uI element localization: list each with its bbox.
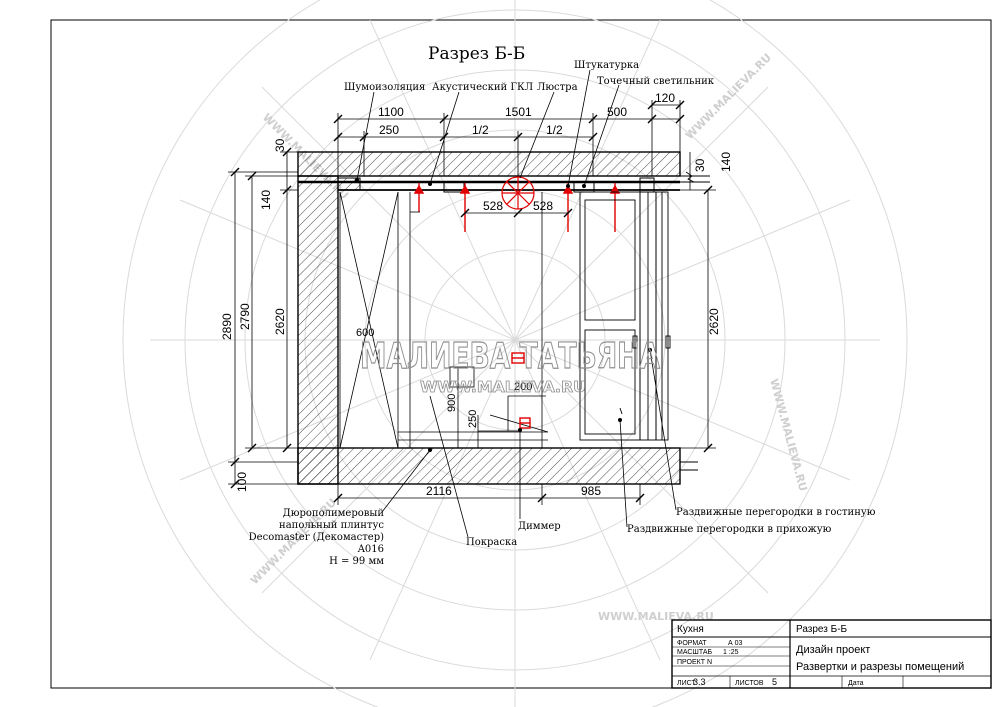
dim-1100: 1100: [378, 105, 404, 119]
sheet-border: [50, 19, 992, 689]
chandelier: [501, 176, 535, 210]
dim-30-right: 30: [693, 158, 707, 172]
dim-200: 200: [514, 381, 532, 393]
tb-project-label: ПРОЕКТ N: [677, 659, 712, 666]
svg-text:напольный плинтус: напольный плинтус: [279, 520, 384, 531]
spotlights: [413, 183, 621, 232]
dim-985: 985: [581, 484, 601, 498]
dim-528-a: 528: [483, 199, 503, 213]
callout-leaders: [356, 69, 677, 538]
tb-sheets-value: 5: [772, 677, 777, 687]
tb-sheet-title: Разрез Б-Б: [796, 624, 848, 635]
tb-sheet-value: 3.3: [693, 677, 706, 687]
dimmer-markers: [511, 352, 531, 429]
drawing-title: Разрез Б-Б: [428, 44, 525, 64]
ceiling-profile: [337, 177, 680, 193]
dim-250-small: 250: [467, 410, 479, 428]
dim-half-b: 1/2: [546, 123, 563, 137]
dim-half-a: 1/2: [472, 123, 489, 137]
dim-528-b: 528: [533, 199, 553, 213]
tb-sheet-label: ЛИСТ: [677, 680, 696, 687]
dimension-ticks: [230, 100, 713, 503]
tb-room: Кухня: [677, 624, 704, 635]
dim-2890: 2890: [220, 313, 234, 340]
tb-sheets-label: ЛИСТОВ: [735, 680, 764, 687]
svg-text:A016: A016: [357, 544, 384, 555]
dim-120: 120: [655, 91, 675, 105]
dim-2790: 2790: [238, 303, 252, 330]
label-acoustic-gkl: Акустический ГКЛ: [432, 82, 533, 93]
tb-section-title: Развертки и разрезы помещений: [796, 661, 964, 673]
label-chandelier: Люстра: [537, 82, 578, 93]
label-dimmer: Диммер: [518, 521, 561, 532]
floor-slab: [297, 447, 681, 485]
dim-500: 500: [607, 105, 627, 119]
dim-2620-left: 2620: [273, 308, 287, 335]
svg-text:H = 99 мм: H = 99 мм: [329, 556, 384, 567]
label-sliding-living: Раздвижные перегородки в гостиную: [676, 507, 876, 518]
watermark-name: МАЛИЕВА ТАТЬЯНА: [360, 336, 660, 377]
tb-format-label: ФОРМАТ: [677, 640, 707, 647]
ceiling-slab: [297, 151, 681, 177]
svg-text:Дюрополимеровый: Дюрополимеровый: [283, 508, 385, 519]
tb-scale-value: 1 :25: [723, 649, 739, 656]
svg-text:WWW.MALIEVA.RU: WWW.MALIEVA.RU: [598, 610, 714, 623]
label-sliding-hall: Раздвижные перегородки в прихожую: [627, 524, 832, 535]
title-block: [671, 619, 992, 689]
dim-900: 900: [446, 394, 458, 412]
dim-100: 100: [235, 472, 249, 492]
tb-date-label: Дата: [848, 680, 864, 687]
callout-dots: [355, 178, 652, 452]
dim-1501: 1501: [505, 105, 532, 119]
dimension-lines: [228, 100, 716, 505]
dim-140-left: 140: [259, 190, 273, 210]
svg-text:Decomaster (Декомастер): Decomaster (Декомастер): [249, 532, 384, 543]
label-plaster: Штукатурка: [574, 60, 639, 71]
tb-scale-label: МАСШТАБ: [677, 649, 713, 656]
dim-2620-right: 2620: [707, 308, 721, 335]
svg-text:WWW.MALIEVA.RU: WWW.MALIEVA.RU: [767, 377, 810, 492]
cabinet-elevation: [339, 191, 549, 449]
sliding-partitions: [579, 191, 671, 441]
tb-format-value: А 03: [728, 640, 743, 647]
watermark-rings: [122, 0, 908, 707]
label-sound-insulation: Шумоизоляция: [344, 82, 425, 93]
tb-project-type: Дизайн проект: [796, 644, 870, 656]
dim-250-top: 250: [379, 123, 399, 137]
label-spotlight: Точечный светильник: [597, 76, 715, 87]
watermark-site: WWW.MALIEVA.RU: [420, 378, 586, 396]
dim-600: 600: [356, 327, 374, 339]
label-skirting: Дюрополимеровый напольный плинтус Decoma…: [249, 508, 385, 567]
dim-2116: 2116: [426, 484, 452, 498]
label-paint: Покраска: [466, 537, 517, 548]
dim-140-right: 140: [719, 152, 733, 172]
left-wall: [297, 175, 339, 485]
dim-30-left: 30: [273, 138, 287, 152]
